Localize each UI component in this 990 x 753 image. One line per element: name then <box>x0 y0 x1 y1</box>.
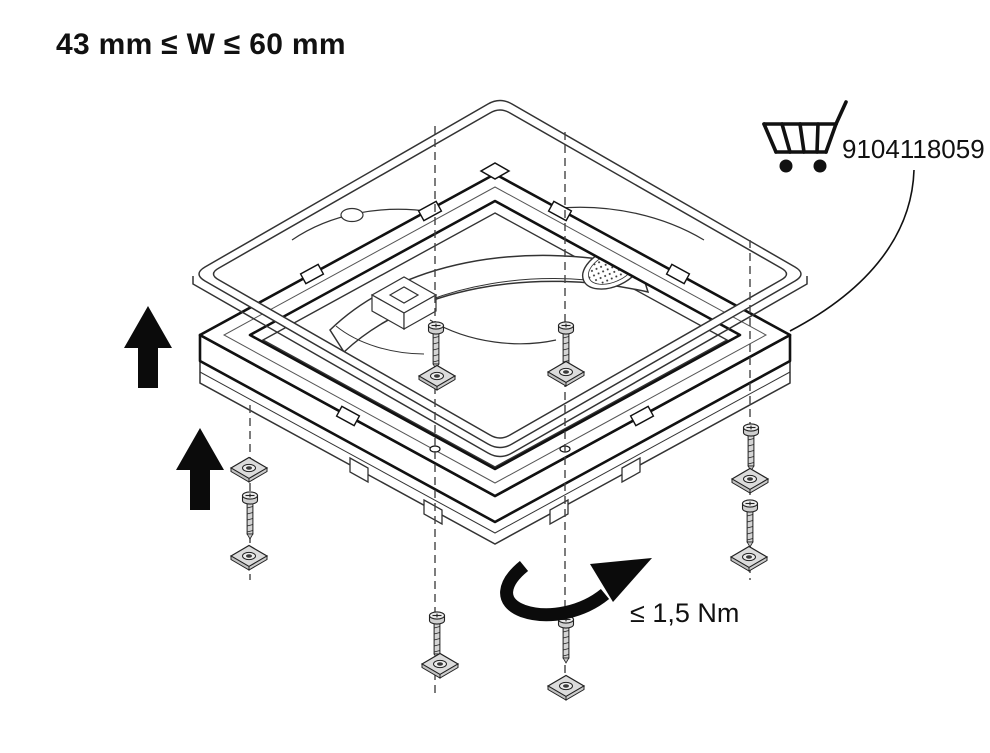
adapter-frame <box>198 162 792 524</box>
screw <box>241 491 259 540</box>
screw <box>557 615 575 664</box>
torque-limit-label: ≤ 1,5 Nm <box>630 598 740 628</box>
part-number-label: 9104118059 <box>842 134 985 164</box>
motor-box <box>370 276 438 331</box>
up-arrow-icon <box>176 428 224 510</box>
square-nut-plate <box>230 544 268 571</box>
up-arrow-icon <box>124 306 172 388</box>
square-nut-plate <box>731 467 769 494</box>
rotation-arrow-icon <box>500 558 652 622</box>
square-nut-plate <box>730 545 768 572</box>
square-nut-plate <box>421 652 459 679</box>
fan-unit-upper-details <box>291 206 705 241</box>
frame-clips <box>299 200 691 427</box>
rooflight-frame <box>192 99 808 458</box>
square-nut-plate <box>547 674 585 701</box>
part-leader-line <box>789 169 915 332</box>
screw <box>741 499 759 548</box>
screw <box>428 611 446 660</box>
dimension-range-label: 43 mm ≤ W ≤ 60 mm <box>56 28 346 61</box>
screw <box>742 423 760 472</box>
square-nut-plate <box>230 456 268 483</box>
cart-icon <box>762 100 848 173</box>
